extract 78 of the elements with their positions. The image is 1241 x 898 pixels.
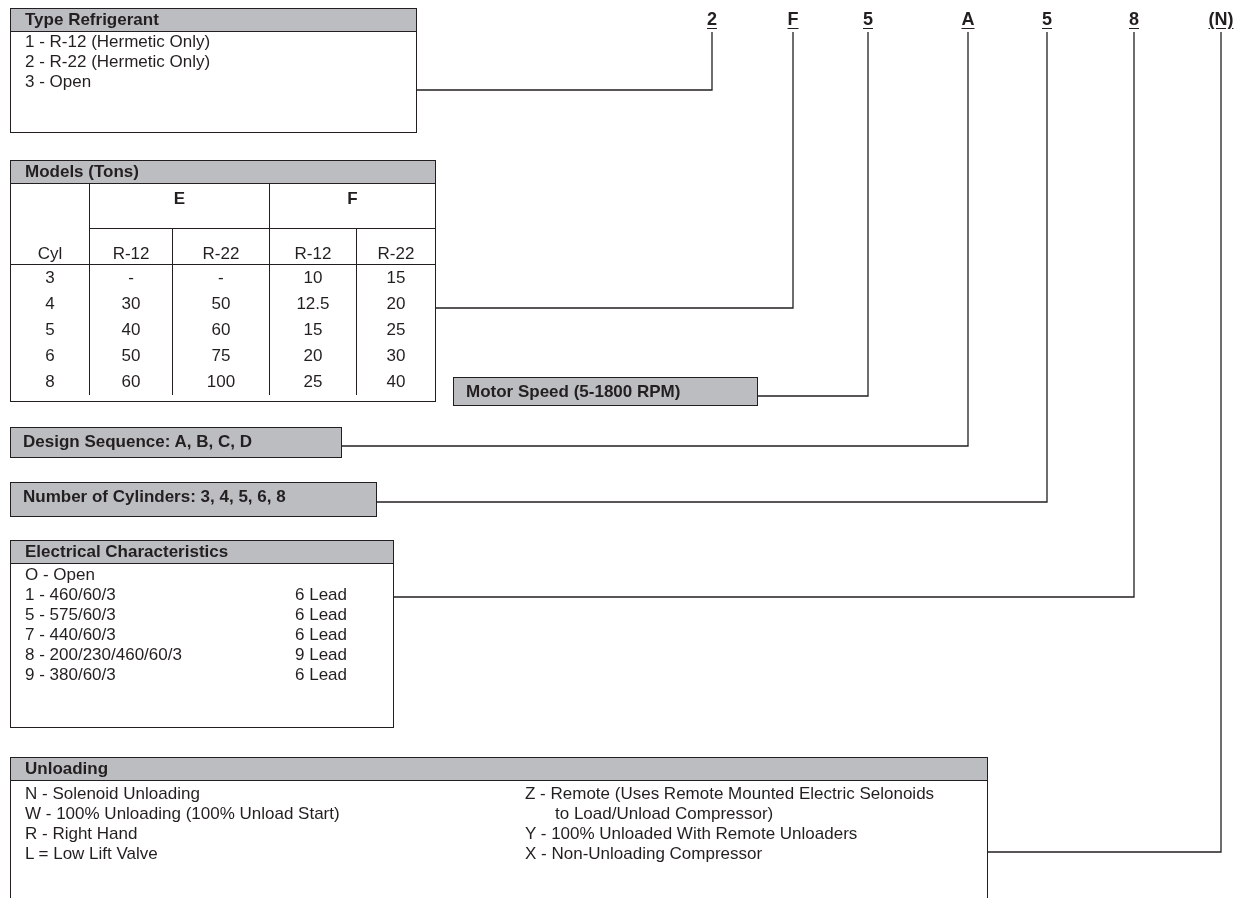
option-panel xyxy=(10,160,436,402)
table-cell: R-22 xyxy=(172,228,270,265)
table-cell: 100 xyxy=(172,369,270,395)
option-text: 9 Lead xyxy=(294,645,347,665)
code-character: 8 xyxy=(1123,8,1145,32)
table-cell: R-12 xyxy=(89,228,173,265)
table-cell: 12.5 xyxy=(269,291,357,317)
option-text: Y - 100% Unloaded With Remote Unloaders xyxy=(524,824,858,844)
option-text: O - Open xyxy=(24,565,95,585)
table-cell: 20 xyxy=(356,291,435,317)
option-label-box: Design Sequence: A, B, C, D xyxy=(10,427,342,458)
code-character: 5 xyxy=(1036,8,1058,32)
table-cell: Cyl xyxy=(11,184,90,265)
option-text: 3 - Open xyxy=(24,72,93,92)
option-text: 6 Lead xyxy=(294,585,347,605)
option-text: 9 - 380/60/3 xyxy=(24,665,116,685)
table-cell: - xyxy=(172,264,270,291)
option-text: 1 - 460/60/3 xyxy=(24,585,116,605)
option-text: 1 - R-12 (Hermetic Only) xyxy=(24,32,212,52)
leader-line xyxy=(393,31,1135,598)
option-panel xyxy=(10,757,988,898)
table-cell: 15 xyxy=(269,317,357,343)
leader-line xyxy=(435,31,794,309)
option-text: N - Solenoid Unloading xyxy=(24,784,200,804)
table-cell: 3 xyxy=(11,264,90,291)
option-text: 6 Lead xyxy=(294,665,347,685)
table-cell: 10 xyxy=(269,264,357,291)
table-cell: 6 xyxy=(11,343,90,369)
code-character: F xyxy=(782,8,804,32)
panel-header: Type Refrigerant xyxy=(11,9,416,32)
option-label-box: Number of Cylinders: 3, 4, 5, 6, 8 xyxy=(10,482,377,517)
option-text: W - 100% Unloading (100% Unload Start) xyxy=(24,804,340,824)
option-text: L = Low Lift Valve xyxy=(24,844,158,864)
option-text: 6 Lead xyxy=(294,605,347,625)
table-cell: F xyxy=(269,184,435,229)
option-panel xyxy=(10,8,417,133)
leader-line xyxy=(341,31,969,447)
table-cell: - xyxy=(89,264,173,291)
option-text: 5 - 575/60/3 xyxy=(24,605,116,625)
option-panel xyxy=(10,540,394,728)
table-cell: 40 xyxy=(356,369,435,395)
option-text: 2 - R-22 (Hermetic Only) xyxy=(24,52,212,72)
code-character: (N) xyxy=(1203,8,1239,32)
option-text: X - Non-Unloading Compressor xyxy=(524,844,763,864)
table-cell: 50 xyxy=(89,343,173,369)
table-cell: 75 xyxy=(172,343,270,369)
leader-line xyxy=(416,31,713,91)
table-cell: 60 xyxy=(89,369,173,395)
table-cell: 30 xyxy=(356,343,435,369)
panel-header: Models (Tons) xyxy=(11,161,435,184)
table-cell: 40 xyxy=(89,317,173,343)
option-label-box: Motor Speed (5-1800 RPM) xyxy=(453,377,758,406)
table-cell: 4 xyxy=(11,291,90,317)
option-text: 6 Lead xyxy=(294,625,347,645)
table-cell: R-12 xyxy=(269,228,357,265)
table-cell: R-22 xyxy=(356,228,435,265)
option-text: R - Right Hand xyxy=(24,824,138,844)
table-cell: 20 xyxy=(269,343,357,369)
option-text: 7 - 440/60/3 xyxy=(24,625,116,645)
code-character: 2 xyxy=(701,8,723,32)
code-character: 5 xyxy=(857,8,879,32)
table-cell: 60 xyxy=(172,317,270,343)
panel-header: Electrical Characteristics xyxy=(11,541,393,564)
leader-line xyxy=(376,31,1048,503)
leader-line xyxy=(757,31,869,397)
table-cell: 5 xyxy=(11,317,90,343)
code-character: A xyxy=(957,8,979,32)
table-cell: E xyxy=(89,184,270,229)
table-cell: 8 xyxy=(11,369,90,395)
table-cell: 15 xyxy=(356,264,435,291)
panel-header: Unloading xyxy=(11,758,987,781)
table-cell: 50 xyxy=(172,291,270,317)
option-text: Z - Remote (Uses Remote Mounted Electric Selonoids to Load/Unload Compressor) xyxy=(524,784,935,824)
table-cell: 30 xyxy=(89,291,173,317)
table-cell: 25 xyxy=(356,317,435,343)
option-text: 8 - 200/230/460/60/3 xyxy=(24,645,182,665)
table-cell: 25 xyxy=(269,369,357,395)
leader-line xyxy=(987,31,1222,853)
